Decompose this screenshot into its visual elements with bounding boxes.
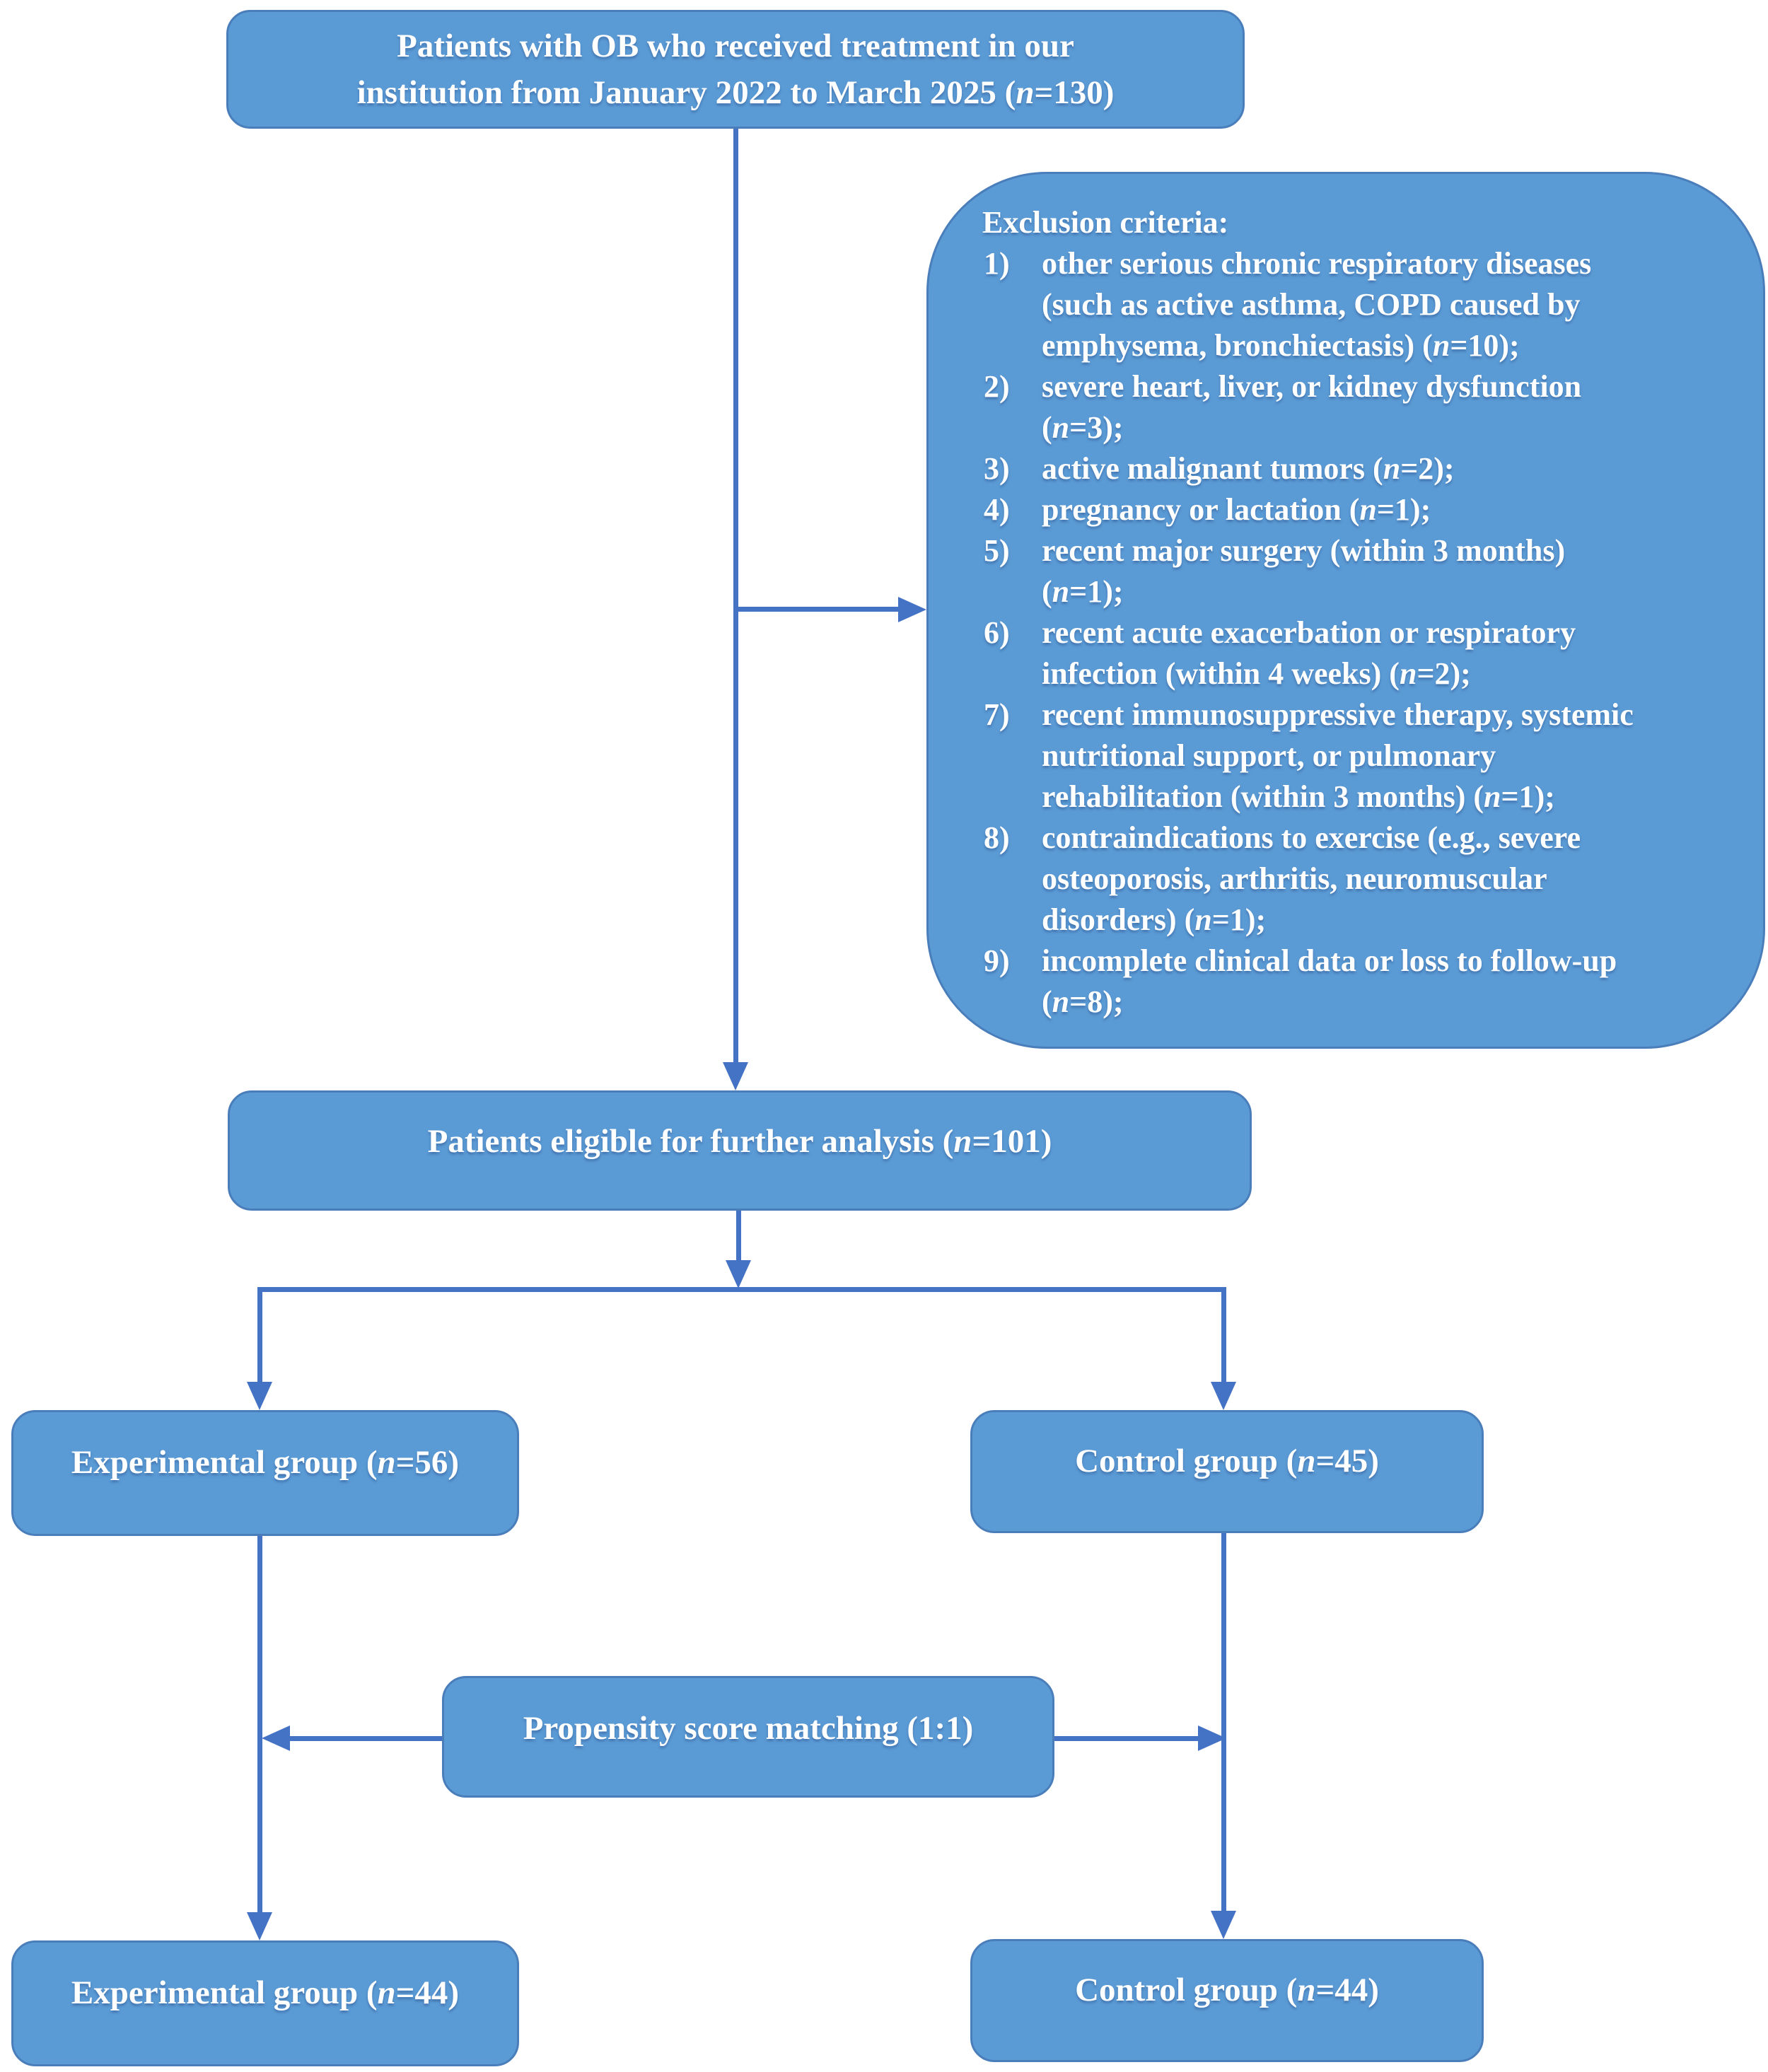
patients-treated-label: Patients with OB who received treatment … xyxy=(356,28,1115,111)
arrow-branch-to-exclusion-line xyxy=(735,607,900,612)
arrowhead-into-control xyxy=(1211,1382,1236,1410)
eligible-patients-label: Patients eligible for further analysis (… xyxy=(427,1123,1052,1160)
exclusion-item: 8) contraindications to exercise (e.g., … xyxy=(984,820,1581,937)
arrowhead-into-eligible xyxy=(723,1062,748,1090)
split-line xyxy=(257,1287,1226,1292)
arrow-experimental-to-matched-line xyxy=(257,1536,262,1912)
arrowhead-psm-right xyxy=(1198,1725,1226,1751)
arrow-psm-to-control-line xyxy=(1054,1736,1199,1741)
exclusion-criteria-list: Exclusion criteria: 1) other serious chr… xyxy=(929,174,1763,1023)
exclusion-item: 4) pregnancy or lactation (n=1); xyxy=(984,492,1431,527)
arrow-top-to-eligible-line xyxy=(733,129,738,1062)
experimental-group-label: Experimental group (n=56) xyxy=(71,1444,460,1481)
arrowhead-onto-split xyxy=(726,1260,751,1288)
experimental-group-box: Experimental group (n=56) xyxy=(11,1410,519,1536)
arrowhead-into-experimental-matched xyxy=(247,1912,272,1940)
exclusion-item: 6) recent acute exacerbation or respirat… xyxy=(984,615,1576,691)
arrowhead-psm-left xyxy=(262,1725,290,1751)
arrowhead-into-experimental xyxy=(247,1382,272,1410)
arrow-split-to-experimental-line xyxy=(257,1287,262,1383)
exclusion-title: Exclusion criteria: xyxy=(982,205,1229,240)
arrow-control-to-matched-line xyxy=(1221,1533,1226,1911)
experimental-matched-label: Experimental group (n=44) xyxy=(71,1974,460,2011)
exclusion-criteria-box: Exclusion criteria: 1) other serious chr… xyxy=(926,172,1765,1049)
experimental-matched-box: Experimental group (n=44) xyxy=(11,1940,519,2066)
patients-treated-box: Patients with OB who received treatment … xyxy=(226,10,1245,129)
arrowhead-into-exclusion xyxy=(898,597,926,622)
arrow-split-to-control-line xyxy=(1221,1287,1226,1383)
arrow-eligible-to-split-line xyxy=(736,1211,741,1262)
control-group-box: Control group (n=45) xyxy=(970,1410,1484,1533)
exclusion-item: 1) other serious chronic respiratory dis… xyxy=(984,246,1592,363)
exclusion-item: 5) recent major surgery (within 3 months… xyxy=(984,533,1566,609)
eligible-patients-box: Patients eligible for further analysis (… xyxy=(228,1090,1252,1211)
control-matched-box: Control group (n=44) xyxy=(970,1939,1484,2062)
arrow-psm-to-experimental-line xyxy=(289,1736,442,1741)
exclusion-item: 7) recent immunosuppressive therapy, sys… xyxy=(984,697,1634,814)
exclusion-item: 2) severe heart, liver, or kidney dysfun… xyxy=(984,369,1582,445)
exclusion-item: 3) active malignant tumors (n=2); xyxy=(984,451,1455,486)
exclusion-item: 9) incomplete clinical data or loss to f… xyxy=(984,943,1617,1019)
propensity-score-matching-label: Propensity score matching (1:1) xyxy=(523,1710,974,1747)
control-matched-label: Control group (n=44) xyxy=(1075,1972,1379,2008)
propensity-score-matching-box: Propensity score matching (1:1) xyxy=(442,1676,1054,1798)
arrowhead-into-control-matched xyxy=(1211,1911,1236,1939)
control-group-label: Control group (n=45) xyxy=(1075,1443,1379,1479)
